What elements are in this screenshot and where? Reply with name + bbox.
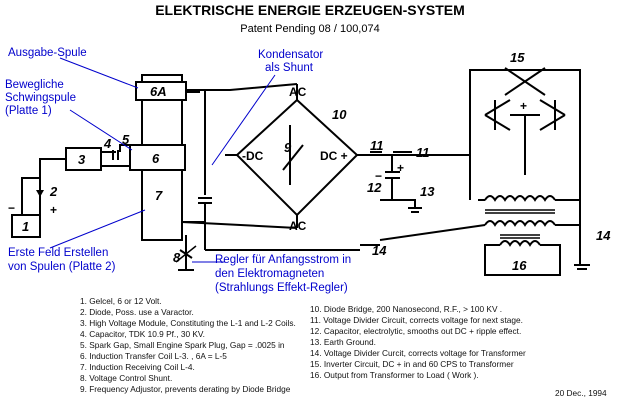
legend-item: 9. Frequency Adjustor, prevents derating… xyxy=(80,384,291,394)
legend-item: 10. Diode Bridge, 200 Nanosecond, R.F., … xyxy=(310,304,502,314)
coil-column: 6A 6 7 xyxy=(129,74,187,241)
label-13: 13 xyxy=(420,184,435,199)
legend-item: 6. Induction Transfer Coil L-3. , 6A = L… xyxy=(80,351,227,361)
legend-item: 3. High Voltage Module, Constituting the… xyxy=(80,318,296,328)
battery-minus: − xyxy=(8,201,15,215)
label-1: 1 xyxy=(22,219,29,234)
label-4: 4 xyxy=(103,136,112,151)
legend-item: 8. Voltage Control Shunt. xyxy=(80,373,172,383)
legend-item: 14. Voltage Divider Curcit, corrects vol… xyxy=(310,348,526,358)
legend-item: 1. Gelcel, 6 or 12 Volt. xyxy=(80,296,162,306)
ac-bottom-label: AC xyxy=(289,219,307,233)
patent-pending: Patent Pending 08 / 100,074 xyxy=(240,23,379,35)
label-11b: 11 xyxy=(416,145,430,160)
label-15: 15 xyxy=(510,50,525,65)
ac-top-label: AC xyxy=(289,85,307,99)
label-6a: 6A xyxy=(150,84,167,99)
label-14b: 14 xyxy=(596,228,611,243)
diagram-title: ELEKTRISCHE ENERGIE ERZEUGEN-SYSTEM xyxy=(155,2,465,18)
legend-item: 11. Voltage Divider Circuit, corrects vo… xyxy=(310,315,523,325)
legend-item: 13. Earth Ground. xyxy=(310,337,376,347)
dc-plus-label: DC + xyxy=(320,149,348,163)
annotation-bewegliche-3: (Platte 1) xyxy=(5,105,52,117)
legend-item: 12. Capacitor, electrolytic, smooths out… xyxy=(310,326,521,336)
label-2: 2 xyxy=(49,184,58,199)
label-7: 7 xyxy=(155,188,163,203)
label-11a: 11 xyxy=(370,138,384,153)
cap-minus: − xyxy=(375,169,382,183)
legend-left: 1. Gelcel, 6 or 12 Volt. 2. Diode, Poss.… xyxy=(80,296,296,394)
inverter-15 xyxy=(469,67,581,225)
label-12: 12 xyxy=(367,180,382,195)
legend-item: 15. Inverter Circuit, DC + in and 60 CPS… xyxy=(310,359,514,369)
label-14a: 14 xyxy=(372,243,387,258)
annotation-regler-2: den Elektromagneten xyxy=(215,268,324,280)
legend-item: 7. Induction Receiving Coil L-4. xyxy=(80,362,195,372)
regulator-arrow-icon xyxy=(175,245,197,263)
annotation-regler-3: (Strahlungs Effekt-Regler) xyxy=(215,282,348,294)
label-5: 5 xyxy=(122,132,130,147)
label-10: 10 xyxy=(332,107,347,122)
legend-item: 5. Spark Gap, Small Engine Spark Plug, G… xyxy=(80,340,285,350)
diode-2-icon xyxy=(36,190,44,197)
annotation-erste-1: Erste Feld Erstellen xyxy=(8,247,108,259)
label-6: 6 xyxy=(152,151,160,166)
annotation-kondensator-1: Kondensator xyxy=(258,49,323,61)
legend-right: 10. Diode Bridge, 200 Nanosecond, R.F., … xyxy=(310,304,526,380)
label-16: 16 xyxy=(512,258,527,273)
inverter-plus: + xyxy=(520,99,527,113)
annotation-kondensator-2: als Shunt xyxy=(265,62,314,74)
dc-minus-label: -DC xyxy=(242,149,264,163)
label-8: 8 xyxy=(173,250,181,265)
annotation-bewegliche-2: Schwingspule xyxy=(5,92,76,104)
legend-item: 16. Output from Transformer to Load ( Wo… xyxy=(310,370,479,380)
label-9: 9 xyxy=(284,140,292,155)
annotation-erste-2: von Spulen (Platte 2) xyxy=(8,261,116,273)
label-3: 3 xyxy=(78,152,86,167)
battery-plus: + xyxy=(50,203,57,217)
annotation-regler-1: Regler für Anfangsstrom in xyxy=(215,254,351,266)
annotation-ausgabe-spule: Ausgabe-Spule xyxy=(8,47,87,59)
legend-item: 2. Diode, Poss. use a Varactor. xyxy=(80,307,194,317)
transformer xyxy=(478,195,580,276)
annotation-bewegliche-1: Bewegliche xyxy=(5,79,64,91)
legend-item: 4. Capacitor, TDK 10.9 Pf., 30 KV. xyxy=(80,329,205,339)
diode-bridge-10 xyxy=(181,83,359,229)
coil-6-box xyxy=(129,144,186,171)
diagram-date: 20 Dec., 1994 xyxy=(555,388,607,398)
battery-1 xyxy=(11,214,41,238)
cap-plus: + xyxy=(397,161,404,175)
